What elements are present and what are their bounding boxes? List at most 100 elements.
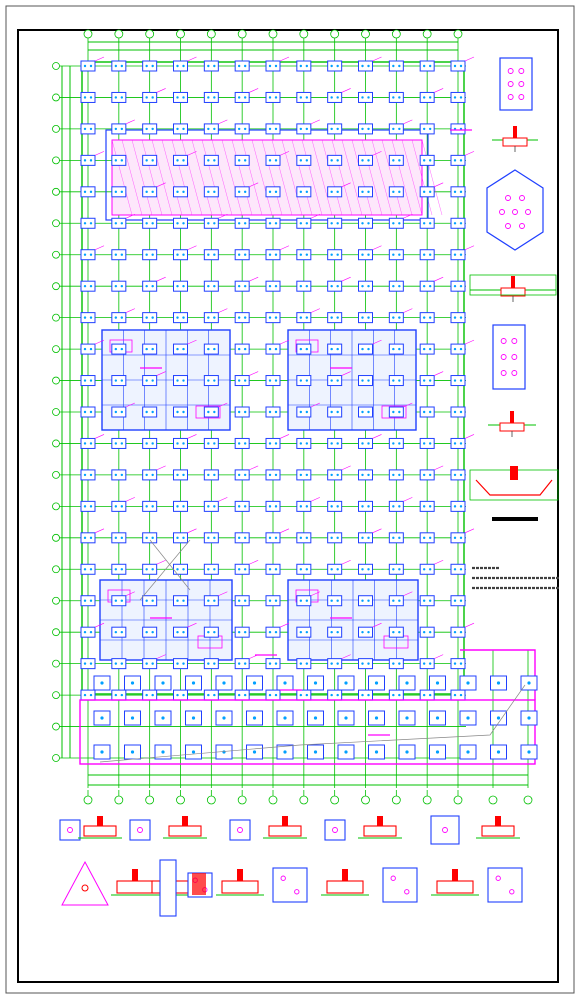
pile-cap xyxy=(111,563,127,575)
pile xyxy=(182,410,185,414)
pile-cap xyxy=(265,532,281,544)
rect-cap-icon xyxy=(499,57,533,111)
pile xyxy=(274,316,278,319)
detail-column xyxy=(469,57,559,521)
pile xyxy=(182,127,185,131)
pile-cap xyxy=(265,91,281,103)
pile xyxy=(428,190,432,194)
pile xyxy=(145,630,148,634)
pile xyxy=(392,316,395,319)
pile xyxy=(274,662,278,665)
pile-symbol xyxy=(518,68,525,74)
pile-cap xyxy=(173,563,188,575)
pile-cap xyxy=(296,469,312,481)
pile xyxy=(459,379,463,382)
section-column xyxy=(511,276,515,288)
pile-symbol xyxy=(519,223,525,229)
pile-cap xyxy=(173,532,188,544)
pile xyxy=(361,159,364,162)
pile xyxy=(299,64,303,68)
pile-cap xyxy=(296,375,312,387)
pile-cap xyxy=(173,217,188,229)
pile xyxy=(114,347,118,351)
pile xyxy=(213,96,216,99)
cap-leader xyxy=(434,465,444,471)
pile-cap xyxy=(358,60,373,72)
pile xyxy=(422,379,426,382)
cap-leader xyxy=(341,88,351,93)
pile xyxy=(367,442,370,445)
pile xyxy=(83,442,87,445)
pile xyxy=(313,716,318,720)
axis-bubble-left xyxy=(52,439,60,448)
pile-cap xyxy=(80,500,96,512)
axis-bubble-top xyxy=(268,29,278,39)
pile-cap xyxy=(450,312,466,324)
pile xyxy=(151,96,154,99)
pile xyxy=(392,284,395,288)
hatch-line xyxy=(401,139,423,216)
cap-leader xyxy=(125,497,135,502)
pile xyxy=(243,127,247,131)
pile-cap xyxy=(111,500,127,512)
axis-bubble-left xyxy=(52,471,60,479)
cap-leader xyxy=(372,339,382,345)
pile-cap xyxy=(296,154,312,166)
pile-cap xyxy=(111,249,127,261)
pile xyxy=(422,630,426,634)
axis-bubble-left xyxy=(52,691,60,699)
pile-cap xyxy=(327,532,343,544)
pile xyxy=(182,536,185,540)
cap-leader xyxy=(156,559,166,565)
pile-cap xyxy=(450,217,466,229)
pile-cap xyxy=(80,595,96,607)
pile xyxy=(89,96,93,99)
pile xyxy=(83,96,87,99)
pile xyxy=(398,284,401,288)
pile xyxy=(130,750,135,754)
pile-cap xyxy=(80,469,96,481)
pile xyxy=(268,253,272,256)
pile xyxy=(344,681,348,685)
pile-cap xyxy=(296,689,312,701)
section-column xyxy=(182,816,188,826)
pile-cap xyxy=(265,312,281,324)
pile xyxy=(207,410,210,414)
pile xyxy=(299,96,303,99)
pile-cap xyxy=(450,186,466,198)
pile-cap xyxy=(358,626,373,638)
cap-leader xyxy=(341,371,351,376)
pile xyxy=(151,630,154,634)
pile-cap xyxy=(358,469,373,481)
pile xyxy=(274,64,278,68)
pile xyxy=(114,222,118,225)
pile-cap xyxy=(173,60,188,72)
cap-leader xyxy=(249,465,259,471)
pile xyxy=(213,442,216,445)
cap-leader xyxy=(94,622,105,628)
leader-line xyxy=(139,539,191,601)
pile xyxy=(367,284,370,288)
pile-cap xyxy=(419,186,435,198)
pile-symbol xyxy=(500,338,507,344)
axis-bubble-left xyxy=(52,408,60,416)
pile-cap xyxy=(388,469,404,481)
pile xyxy=(89,630,93,634)
pile xyxy=(398,505,401,508)
pile xyxy=(176,159,179,162)
pile xyxy=(428,64,432,68)
cap-leader xyxy=(403,497,413,502)
triangular-cap xyxy=(61,860,109,906)
cap-leader xyxy=(372,434,382,439)
pile-cap xyxy=(388,343,404,355)
pile xyxy=(176,693,179,697)
pile-cap xyxy=(111,437,127,449)
pile-cap xyxy=(265,60,281,72)
pile xyxy=(422,96,426,99)
pile xyxy=(145,284,148,288)
pile xyxy=(428,410,432,414)
pile xyxy=(243,347,247,351)
pile xyxy=(213,599,216,602)
rect-cap-icon xyxy=(492,324,526,390)
pile xyxy=(114,536,118,540)
